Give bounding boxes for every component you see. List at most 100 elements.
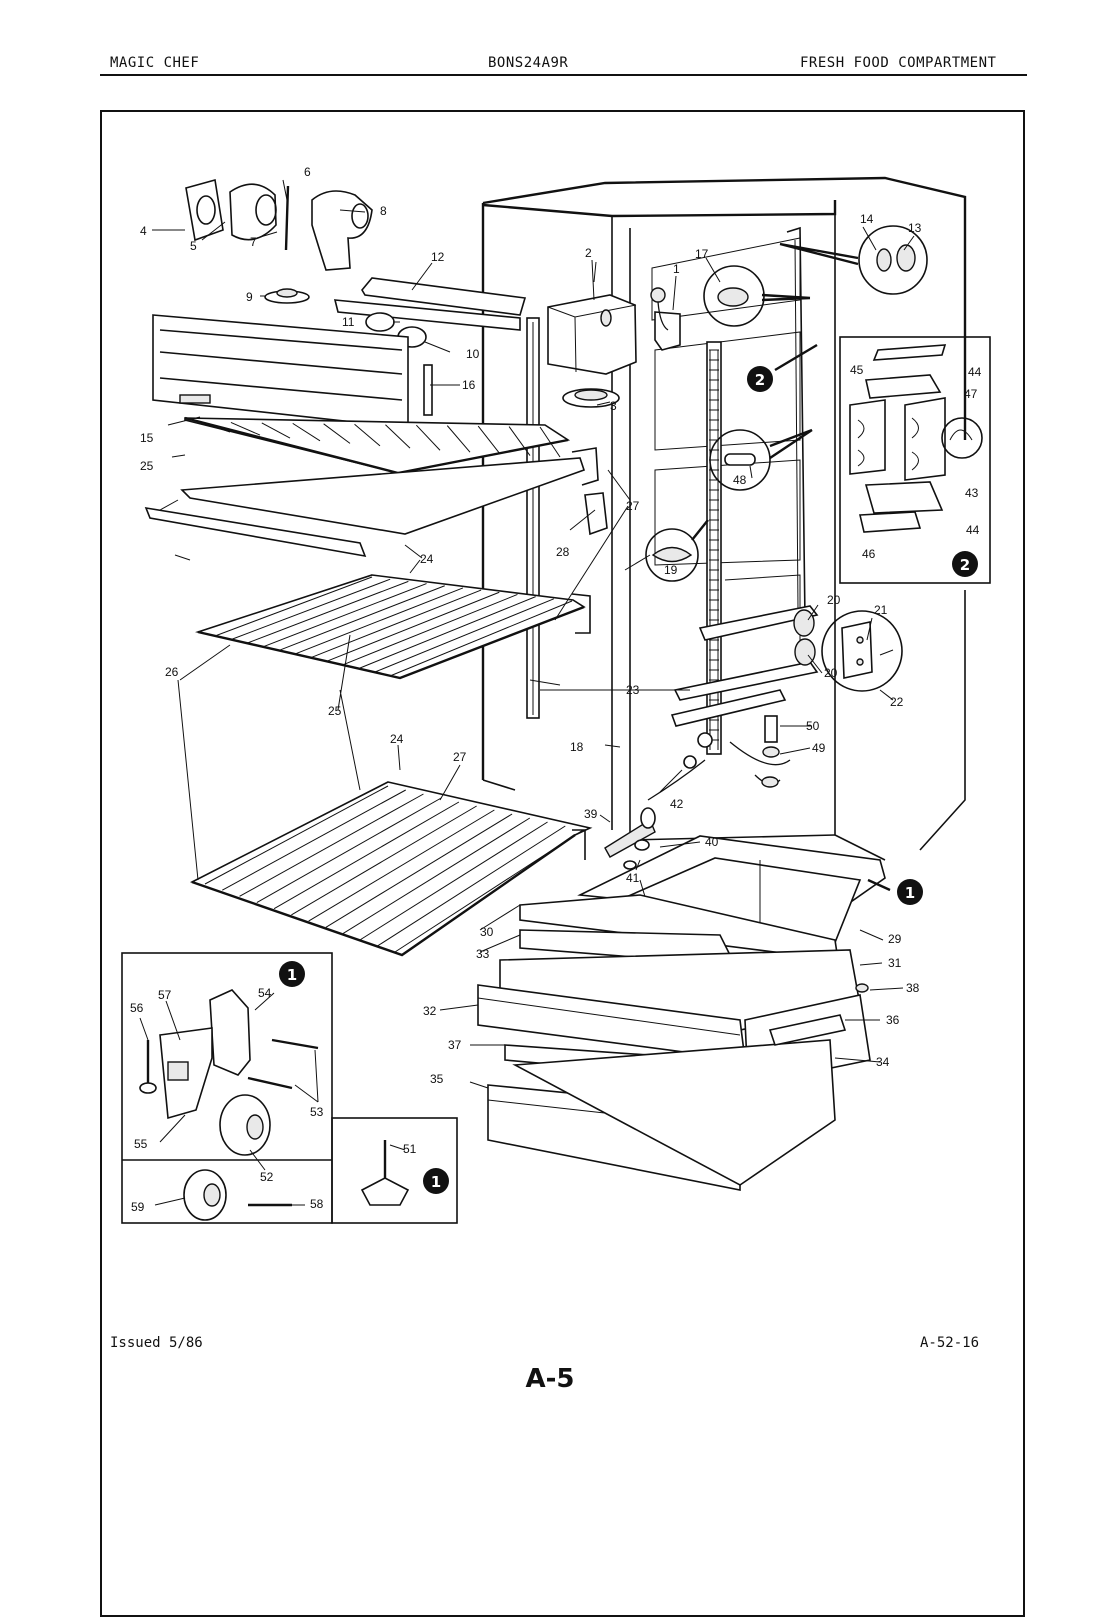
wiresBot-stroke xyxy=(291,805,477,916)
part-label-52: 52 xyxy=(260,1170,274,1184)
svg-text:1: 1 xyxy=(431,1173,441,1191)
part-label-38: 38 xyxy=(906,981,920,995)
wiresMid-stroke xyxy=(262,583,427,648)
part-label-15: 15 xyxy=(140,431,154,445)
part-label-20b: 20 xyxy=(824,666,838,680)
part-label-24b: 24 xyxy=(390,732,404,746)
part-label-31: 31 xyxy=(888,956,902,970)
light-shield-assembly xyxy=(152,178,527,429)
wiresTop-stroke xyxy=(539,426,561,458)
part-label-30: 30 xyxy=(480,925,494,939)
part-label-49: 49 xyxy=(812,741,826,755)
callout-2-arrow xyxy=(774,343,818,372)
part-label-20a: 20 xyxy=(827,593,841,607)
wiresTop-stroke xyxy=(230,421,261,436)
part-label-40: 40 xyxy=(705,835,719,849)
part-label-44a: 44 xyxy=(968,365,982,379)
part-label-42: 42 xyxy=(670,797,684,811)
part-label-57: 57 xyxy=(158,988,172,1002)
wiresBot-stroke xyxy=(308,809,495,922)
rail-clip-callout xyxy=(645,519,709,582)
footer-issued: Issued 5/86 xyxy=(110,1335,203,1351)
wiresMid-stroke xyxy=(230,578,391,641)
part-label-33: 33 xyxy=(476,947,490,961)
wiresTop-stroke xyxy=(477,425,501,455)
callout-badge-1-leg: 1 xyxy=(423,1168,449,1194)
shelf-trim-strip xyxy=(144,506,367,558)
detail-box-2 xyxy=(839,336,991,584)
part-label-8: 8 xyxy=(380,204,387,218)
page-number: A-5 xyxy=(525,1364,575,1394)
part-label-5: 5 xyxy=(190,239,197,253)
crisper-slides xyxy=(670,605,903,727)
wiresTop-stroke xyxy=(292,422,321,442)
wiresMid-stroke xyxy=(389,600,573,677)
wiresTop-stroke xyxy=(261,422,291,439)
callout-badge-2-box: 2 xyxy=(952,551,978,577)
wiresTop-stroke xyxy=(416,424,441,451)
part-label-27b: 27 xyxy=(453,750,467,764)
part-label-27a: 27 xyxy=(626,499,640,513)
part-label-17: 17 xyxy=(695,247,709,261)
part-label-45: 45 xyxy=(850,363,864,377)
part-label-11: 11 xyxy=(342,315,355,329)
part-label-4: 4 xyxy=(140,224,147,238)
part-label-21: 21 xyxy=(874,603,888,617)
part-label-51: 51 xyxy=(403,1142,417,1156)
wiresMid-stroke xyxy=(246,580,409,644)
wiresMid-stroke xyxy=(373,598,555,673)
part-label-13: 13 xyxy=(908,221,922,235)
part-label-37: 37 xyxy=(448,1038,462,1052)
crisper-pan-and-cover xyxy=(477,835,891,1191)
part-label-58: 58 xyxy=(310,1197,324,1211)
wiresMid-stroke xyxy=(214,576,373,637)
wiresMid-stroke xyxy=(357,596,536,670)
part-label-48: 48 xyxy=(733,473,747,487)
wiresBot-stroke xyxy=(325,813,513,928)
part-label-46: 46 xyxy=(862,547,876,561)
part-label-25b: 25 xyxy=(328,704,342,718)
part-label-41: 41 xyxy=(626,871,640,885)
part-label-2: 2 xyxy=(585,246,592,260)
shelf-bracket xyxy=(584,492,608,536)
wire-shelf-bottom xyxy=(189,781,593,957)
header-rule xyxy=(100,74,1027,76)
part-label-23: 23 xyxy=(626,683,640,697)
part-label-54: 54 xyxy=(258,986,272,1000)
part-label-26: 26 xyxy=(165,665,179,679)
drain-parts xyxy=(604,759,706,870)
footer-code: A-52-16 xyxy=(920,1335,980,1351)
wiresBot-stroke xyxy=(360,821,548,941)
part-label-35: 35 xyxy=(430,1072,444,1086)
rollers xyxy=(683,715,791,788)
part-label-22: 22 xyxy=(890,695,904,709)
part-label-28: 28 xyxy=(556,545,570,559)
part-label-6: 6 xyxy=(304,165,311,179)
part-label-53: 53 xyxy=(310,1105,324,1119)
wiresTop-stroke xyxy=(446,425,471,453)
svg-text:1: 1 xyxy=(287,966,297,984)
svg-text:2: 2 xyxy=(755,371,765,389)
door-stop-callout xyxy=(709,428,813,491)
header-model: BONS24A9R xyxy=(488,55,569,71)
part-label-47: 47 xyxy=(964,387,978,401)
callout-badge-1-crisper: 1 xyxy=(897,879,923,905)
part-label-14: 14 xyxy=(860,212,874,226)
wiresTop-stroke xyxy=(323,423,351,444)
wiresBot-stroke xyxy=(239,793,424,897)
part-label-59: 59 xyxy=(131,1200,145,1214)
part-label-18: 18 xyxy=(570,740,584,754)
detail-box-1 xyxy=(121,952,458,1224)
wiresBot-stroke xyxy=(273,801,460,910)
part-label-34: 34 xyxy=(876,1055,890,1069)
part-number-labels: 1 2 3 4 5 6 7 8 9 10 11 12 13 14 15 16 1… xyxy=(130,165,982,1214)
wiresTop-stroke xyxy=(508,426,531,456)
exploded-parts-diagram: 1 1 1 2 2 1 2 3 4 5 6 7 8 9 10 11 12 13 … xyxy=(121,165,991,1224)
part-label-43: 43 xyxy=(965,486,979,500)
wire-shelf-middle xyxy=(195,574,591,680)
wiresBot-stroke xyxy=(256,797,442,903)
hinge-callout xyxy=(779,225,928,295)
part-label-19: 19 xyxy=(664,563,678,577)
wiresMid-stroke xyxy=(294,587,464,655)
part-label-12: 12 xyxy=(431,250,445,264)
